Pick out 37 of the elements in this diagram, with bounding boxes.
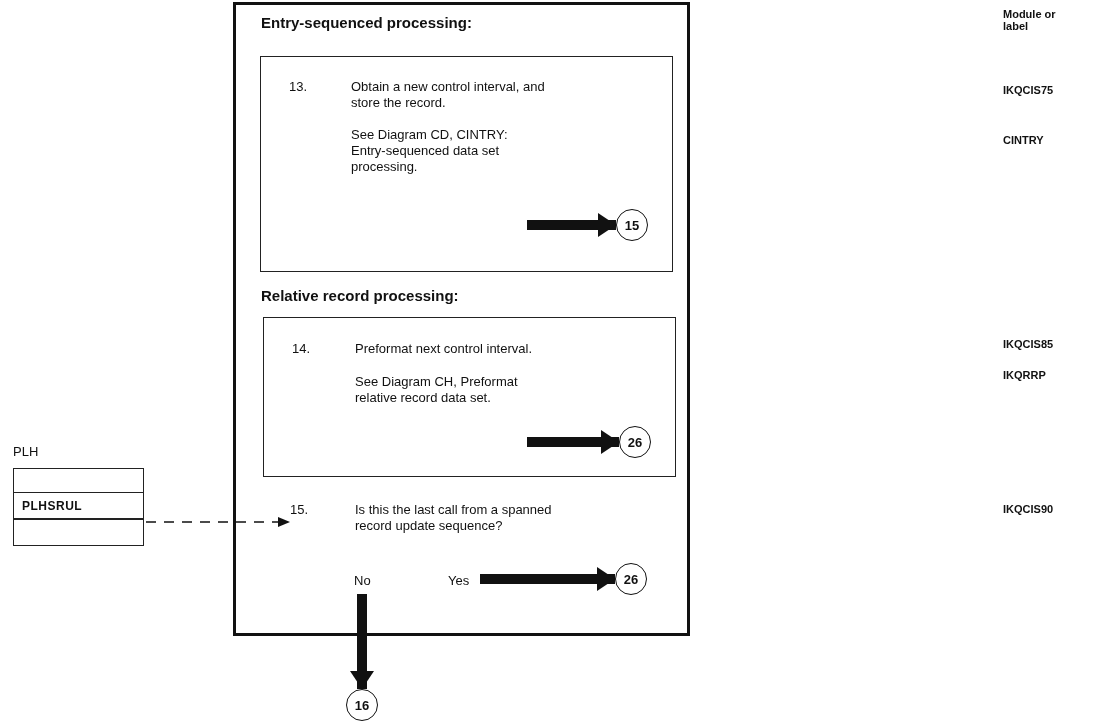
- branch-label: Yes: [448, 572, 478, 590]
- connector-circle: [615, 563, 647, 595]
- connector-circle: [346, 689, 378, 721]
- reference-arrow: [145, 517, 291, 527]
- connector-number: 16: [354, 697, 370, 713]
- module-label: IKQRRP: [1003, 369, 1047, 381]
- step-description: See Diagram CD, CINTRY: Entry-sequenced data set processing.: [351, 127, 509, 175]
- flow-arrow: [480, 567, 615, 591]
- step-description: Obtain a new control interval, and store the record.: [351, 79, 546, 111]
- section-heading: Entry-sequenced processing:: [261, 15, 473, 31]
- flow-arrow: [527, 213, 616, 237]
- module-label: Module or label: [1003, 8, 1057, 32]
- field-name: PLHSRUL: [22, 498, 83, 513]
- connector-number: 15: [624, 217, 640, 233]
- process-frame: [233, 2, 690, 636]
- step-number: 15.: [290, 502, 310, 518]
- step-description: See Diagram CH, Preformat relative record data set.: [355, 374, 519, 406]
- module-label: IKQCIS75: [1003, 84, 1055, 96]
- flow-arrow: [527, 430, 619, 454]
- section-heading: Relative record processing:: [261, 288, 460, 304]
- step-description: Preformat next control interval.: [355, 341, 534, 357]
- connector-number: 26: [623, 571, 639, 587]
- step-description: Is this the last call from a spanned record update sequence?: [355, 502, 553, 534]
- connector-circle: [616, 209, 648, 241]
- connector-number: 26: [627, 434, 643, 450]
- field-row: [13, 492, 144, 519]
- process-box: [263, 317, 676, 477]
- step-number: 13.: [289, 79, 309, 95]
- process-box: [260, 56, 673, 272]
- module-label: CINTRY: [1003, 134, 1045, 146]
- module-label: IKQCIS90: [1003, 503, 1055, 515]
- flow-arrow: [350, 594, 374, 689]
- connector-circle: [619, 426, 651, 458]
- block-name: PLH: [13, 444, 40, 460]
- branch-label: No: [354, 572, 378, 590]
- module-label: IKQCIS85: [1003, 338, 1055, 350]
- step-number: 14.: [292, 341, 312, 357]
